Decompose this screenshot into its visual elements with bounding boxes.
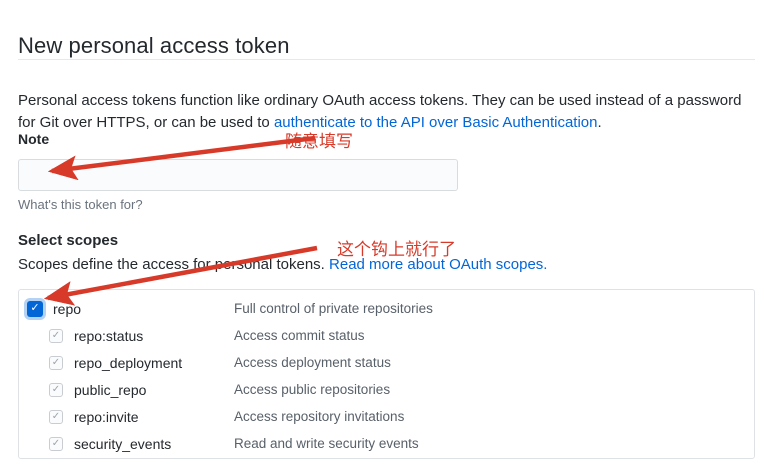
repo-deployment-checkbox[interactable]: ✓ xyxy=(49,355,63,370)
scope-left-public-repo: ✓ public_repo xyxy=(19,382,234,398)
scope-desc-repo-invite: Access repository invitations xyxy=(234,409,405,424)
scope-desc-repo-status: Access commit status xyxy=(234,328,365,343)
intro-text-end: . xyxy=(597,114,602,131)
scope-left-repo-invite: ✓ repo:invite xyxy=(19,409,234,425)
scope-desc-repo-deployment: Access deployment status xyxy=(234,355,391,370)
repo-status-checkbox[interactable]: ✓ xyxy=(49,328,63,343)
scope-desc-security-events: Read and write security events xyxy=(234,436,419,451)
scopes-description-text: Scopes define the access for personal to… xyxy=(18,256,330,273)
repo-invite-checkbox[interactable]: ✓ xyxy=(49,409,63,424)
scope-group-repo: ✓ repo Full control of private repositor… xyxy=(18,289,755,459)
scope-row-security-events: ✓ security_events Read and write securit… xyxy=(19,430,754,457)
scope-name-repo-invite[interactable]: repo:invite xyxy=(74,408,139,425)
scope-name-repo[interactable]: repo xyxy=(53,300,82,317)
repo-checkbox[interactable]: ✓ xyxy=(27,300,43,317)
scope-row-public-repo: ✓ public_repo Access public repositories xyxy=(19,376,754,403)
scope-left-repo-status: ✓ repo:status xyxy=(19,328,234,344)
basic-auth-link[interactable]: authenticate to the API over Basic Authe… xyxy=(273,114,598,131)
scope-name-public-repo[interactable]: public_repo xyxy=(74,381,147,398)
scope-left-repo: ✓ repo xyxy=(19,300,234,317)
header-divider xyxy=(18,59,755,60)
note-input[interactable] xyxy=(18,159,458,191)
scope-row-repo-deployment: ✓ repo_deployment Access deployment stat… xyxy=(19,349,754,376)
oauth-scopes-link[interactable]: Read more about OAuth scopes. xyxy=(329,256,548,273)
public-repo-checkbox[interactable]: ✓ xyxy=(49,382,63,397)
scope-name-repo-deployment[interactable]: repo_deployment xyxy=(74,354,183,371)
page-title: New personal access token xyxy=(18,32,290,58)
security-events-checkbox[interactable]: ✓ xyxy=(49,436,63,451)
scope-left-security-events: ✓ security_events xyxy=(19,436,234,452)
scope-row-repo: ✓ repo Full control of private repositor… xyxy=(19,295,754,322)
scope-desc-repo: Full control of private repositories xyxy=(234,301,433,316)
intro-text: Personal access tokens function like ord… xyxy=(18,92,742,131)
scope-name-security-events[interactable]: security_events xyxy=(74,435,172,452)
scope-name-repo-status[interactable]: repo:status xyxy=(74,327,144,344)
scope-row-repo-invite: ✓ repo:invite Access repository invitati… xyxy=(19,403,754,430)
scope-desc-public-repo: Access public repositories xyxy=(234,382,391,397)
scope-left-repo-deployment: ✓ repo_deployment xyxy=(19,355,234,371)
annotation-scope-hint: 这个钩上就行了 xyxy=(337,240,456,260)
scope-row-repo-status: ✓ repo:status Access commit status xyxy=(19,322,754,349)
note-help-text: What's this token for? xyxy=(18,197,143,212)
note-label: Note xyxy=(18,131,50,147)
intro-paragraph: Personal access tokens function like ord… xyxy=(18,90,758,134)
annotation-note-hint: 随意填写 xyxy=(285,132,353,152)
select-scopes-heading: Select scopes xyxy=(18,232,119,249)
